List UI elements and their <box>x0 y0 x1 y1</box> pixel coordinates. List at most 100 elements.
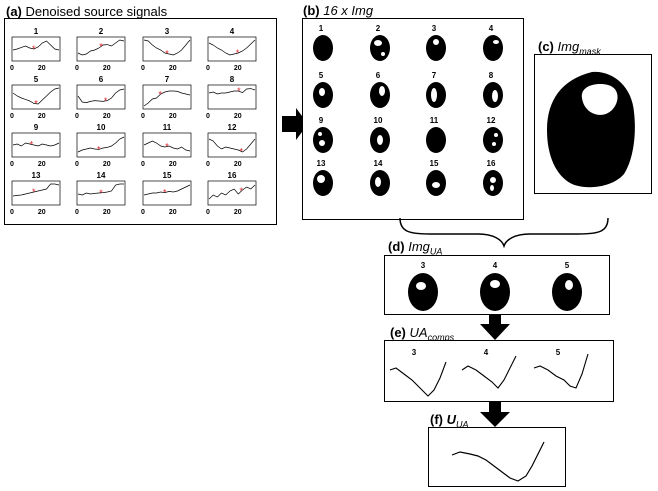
signal-plot-2: 2 * 0 20 <box>75 27 126 72</box>
image-10: 10 <box>370 116 390 153</box>
image-highlight <box>381 52 385 56</box>
image-highlight <box>431 88 437 102</box>
selected-image-3: 3 <box>408 261 438 311</box>
panel-d-title: Img <box>408 239 430 254</box>
tick-end: 20 <box>234 113 242 120</box>
signal-line <box>77 183 124 196</box>
signal-line <box>143 90 191 107</box>
tick-start: 0 <box>10 209 14 216</box>
image-number: 13 <box>317 159 326 168</box>
peak-marker: * <box>99 42 103 52</box>
panel-f-box <box>428 427 566 487</box>
selected-highlight <box>416 282 426 290</box>
image-blob <box>426 127 446 153</box>
image-blob <box>426 35 446 61</box>
tick-start: 0 <box>75 161 79 168</box>
panel-a-title: Denoised source signals <box>25 4 168 19</box>
selected-image-number: 4 <box>493 261 498 270</box>
signal-frame <box>11 180 61 206</box>
tick-end: 20 <box>103 113 111 120</box>
panel-c-tag: (c) <box>538 39 554 54</box>
image-highlight <box>319 88 325 96</box>
component-line <box>461 355 517 389</box>
signal-line <box>77 136 125 153</box>
tick-start: 0 <box>75 65 79 72</box>
signal-number: 2 <box>99 27 104 36</box>
image-16: 16 <box>483 159 503 196</box>
image-8: 8 <box>483 71 503 108</box>
signal-number: 3 <box>165 27 170 36</box>
tick-end: 20 <box>169 209 177 216</box>
tick-end: 20 <box>169 161 177 168</box>
image-highlight <box>374 40 382 46</box>
tick-end: 20 <box>234 65 242 72</box>
image-4: 4 <box>483 24 503 61</box>
selected-highlight <box>490 280 500 288</box>
image-3: 3 <box>426 24 446 61</box>
peak-marker: * <box>237 86 241 96</box>
tick-start: 0 <box>10 65 14 72</box>
tick-start: 0 <box>206 161 210 168</box>
panel-c-sub: mask <box>579 46 601 57</box>
image-highlight <box>432 182 440 188</box>
component-line <box>389 361 447 397</box>
signal-line <box>143 140 191 152</box>
peak-marker: * <box>32 44 36 54</box>
peak-marker: * <box>163 188 167 198</box>
image-blob <box>483 127 503 153</box>
peak-marker: * <box>104 96 108 106</box>
tick-start: 0 <box>10 161 14 168</box>
panel-d-label: (d) ImgUA <box>388 240 442 257</box>
signal-number: 6 <box>99 75 104 84</box>
signal-frame <box>142 132 192 158</box>
image-number: 3 <box>432 24 437 33</box>
signal-line <box>208 39 256 56</box>
signal-line <box>208 184 256 200</box>
image-7: 7 <box>426 71 446 108</box>
tick-end: 20 <box>169 65 177 72</box>
selected-blob <box>408 273 438 311</box>
signal-number: 1 <box>34 27 39 36</box>
tick-end: 20 <box>38 65 46 72</box>
image-number: 1 <box>319 24 324 33</box>
image-number: 15 <box>430 159 439 168</box>
tick-start: 0 <box>75 209 79 216</box>
signal-line <box>77 88 125 103</box>
tick-end: 20 <box>169 113 177 120</box>
image-highlight <box>490 177 496 183</box>
signal-line <box>77 39 125 56</box>
signal-number: 13 <box>32 171 41 180</box>
panel-d-sub: UA <box>429 246 443 257</box>
peak-marker: * <box>158 90 162 100</box>
component-4: 4 <box>461 348 517 389</box>
tick-end: 20 <box>38 209 46 216</box>
tick-start: 0 <box>206 65 210 72</box>
final-signal-line <box>451 441 545 482</box>
signal-plot-1: 1 * 0 20 <box>10 27 61 72</box>
peak-marker: * <box>32 187 36 197</box>
panel-a-label: (a) Denoised source signals <box>6 5 167 18</box>
component-5: 5 <box>533 348 589 389</box>
signal-frame <box>76 132 126 158</box>
signal-number: 15 <box>163 171 172 180</box>
image-12: 12 <box>483 116 503 153</box>
panel-e-box <box>384 340 614 402</box>
signal-line <box>208 138 256 153</box>
panel-a-tag: (a) <box>6 4 22 19</box>
image-number: 4 <box>489 24 494 33</box>
signal-line <box>12 183 60 197</box>
signal-number: 14 <box>97 171 106 180</box>
tick-end: 20 <box>103 65 111 72</box>
image-number: 12 <box>487 116 496 125</box>
panel-b-tag: (b) <box>303 3 320 18</box>
